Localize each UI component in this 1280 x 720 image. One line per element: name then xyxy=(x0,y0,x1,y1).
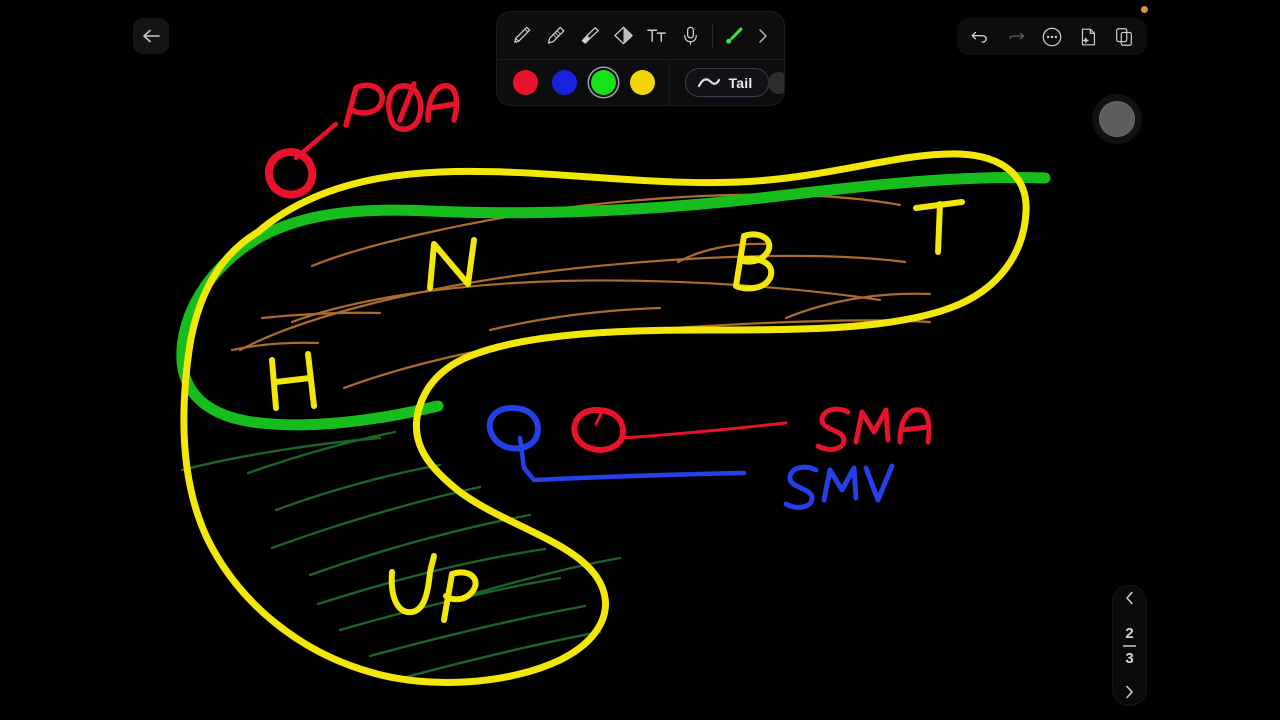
tail-button-label: Tail xyxy=(728,74,753,91)
drawing-toolbar[interactable]: Tail xyxy=(497,12,784,105)
page-indicator: 2 3 xyxy=(1123,626,1136,666)
splenic-vessel-stroke xyxy=(176,171,1051,431)
pencil-tool-button[interactable] xyxy=(539,17,573,55)
toolbar-divider xyxy=(711,24,713,47)
page-sparkle-icon xyxy=(1081,28,1096,45)
ellipsis-circle-icon xyxy=(1042,27,1062,46)
pda-marker xyxy=(264,121,339,199)
color-swatch-yellow[interactable] xyxy=(630,70,655,95)
color-swatch-green[interactable] xyxy=(591,70,616,95)
duplicate-page-button[interactable] xyxy=(1107,20,1141,53)
color-swatch-group xyxy=(497,60,670,105)
previous-page-button[interactable] xyxy=(1124,591,1135,607)
highlighter-tool-button[interactable] xyxy=(573,17,607,55)
pancreas-outline xyxy=(180,150,1030,686)
label-sma xyxy=(815,406,932,452)
uncinate-hatching xyxy=(180,430,622,680)
current-page-number: 2 xyxy=(1125,625,1134,643)
arrow-left-icon xyxy=(143,29,160,43)
action-toolbar[interactable] xyxy=(957,18,1147,55)
duplicate-page-icon xyxy=(1116,27,1132,46)
undo-icon xyxy=(971,31,987,43)
label-neck xyxy=(427,237,477,291)
overflow-swatch[interactable] xyxy=(768,71,784,94)
eraser-icon xyxy=(613,26,633,45)
microphone-tool-button[interactable] xyxy=(674,17,708,55)
toolbar-tools-row xyxy=(497,12,784,60)
label-uncinate xyxy=(388,553,479,623)
text-tool-button[interactable] xyxy=(640,17,674,55)
pointer-orb-icon xyxy=(1099,101,1135,137)
label-pda xyxy=(343,81,460,132)
next-page-button[interactable] xyxy=(1124,685,1135,701)
sma-marker xyxy=(571,406,788,453)
pancreas-texture-strokes xyxy=(230,193,932,390)
microphone-icon xyxy=(684,26,697,45)
status-indicator-dot xyxy=(1141,6,1148,13)
total-page-number: 3 xyxy=(1125,649,1134,667)
smv-marker xyxy=(486,404,747,483)
chevron-left-icon xyxy=(1126,591,1133,605)
tail-toggle-button[interactable]: Tail xyxy=(684,68,770,97)
label-smv xyxy=(783,463,895,510)
pencil-icon xyxy=(547,26,565,44)
chevron-right-icon xyxy=(1126,685,1133,699)
undo-button[interactable] xyxy=(963,20,997,53)
new-page-button[interactable] xyxy=(1071,20,1105,53)
eraser-tool-button[interactable] xyxy=(606,17,640,55)
tail-option-area: Tail xyxy=(670,68,784,97)
pointer-orb-button[interactable] xyxy=(1092,94,1142,144)
redo-icon xyxy=(1009,32,1025,39)
page-navigator[interactable]: 2 3 xyxy=(1113,586,1146,705)
more-options-button[interactable] xyxy=(1035,20,1069,53)
laser-pointer-icon xyxy=(726,27,743,44)
color-swatch-blue[interactable] xyxy=(552,70,577,95)
pen-icon xyxy=(514,26,531,43)
page-divider xyxy=(1123,645,1136,647)
back-button[interactable] xyxy=(133,18,169,54)
redo-button[interactable] xyxy=(999,20,1033,53)
toolbar-expand-button[interactable] xyxy=(750,17,776,55)
color-swatch-red[interactable] xyxy=(513,70,538,95)
stroke-curve-icon xyxy=(697,77,720,87)
highlighter-icon xyxy=(581,27,599,44)
toolbar-colors-row: Tail xyxy=(497,60,784,105)
chevron-right-icon xyxy=(759,28,767,43)
text-tool-icon xyxy=(647,29,667,42)
label-tail xyxy=(913,199,965,255)
label-body xyxy=(733,231,775,292)
label-head xyxy=(269,351,317,411)
laser-pointer-tool-button[interactable] xyxy=(717,17,751,55)
pen-tool-button[interactable] xyxy=(505,17,539,55)
